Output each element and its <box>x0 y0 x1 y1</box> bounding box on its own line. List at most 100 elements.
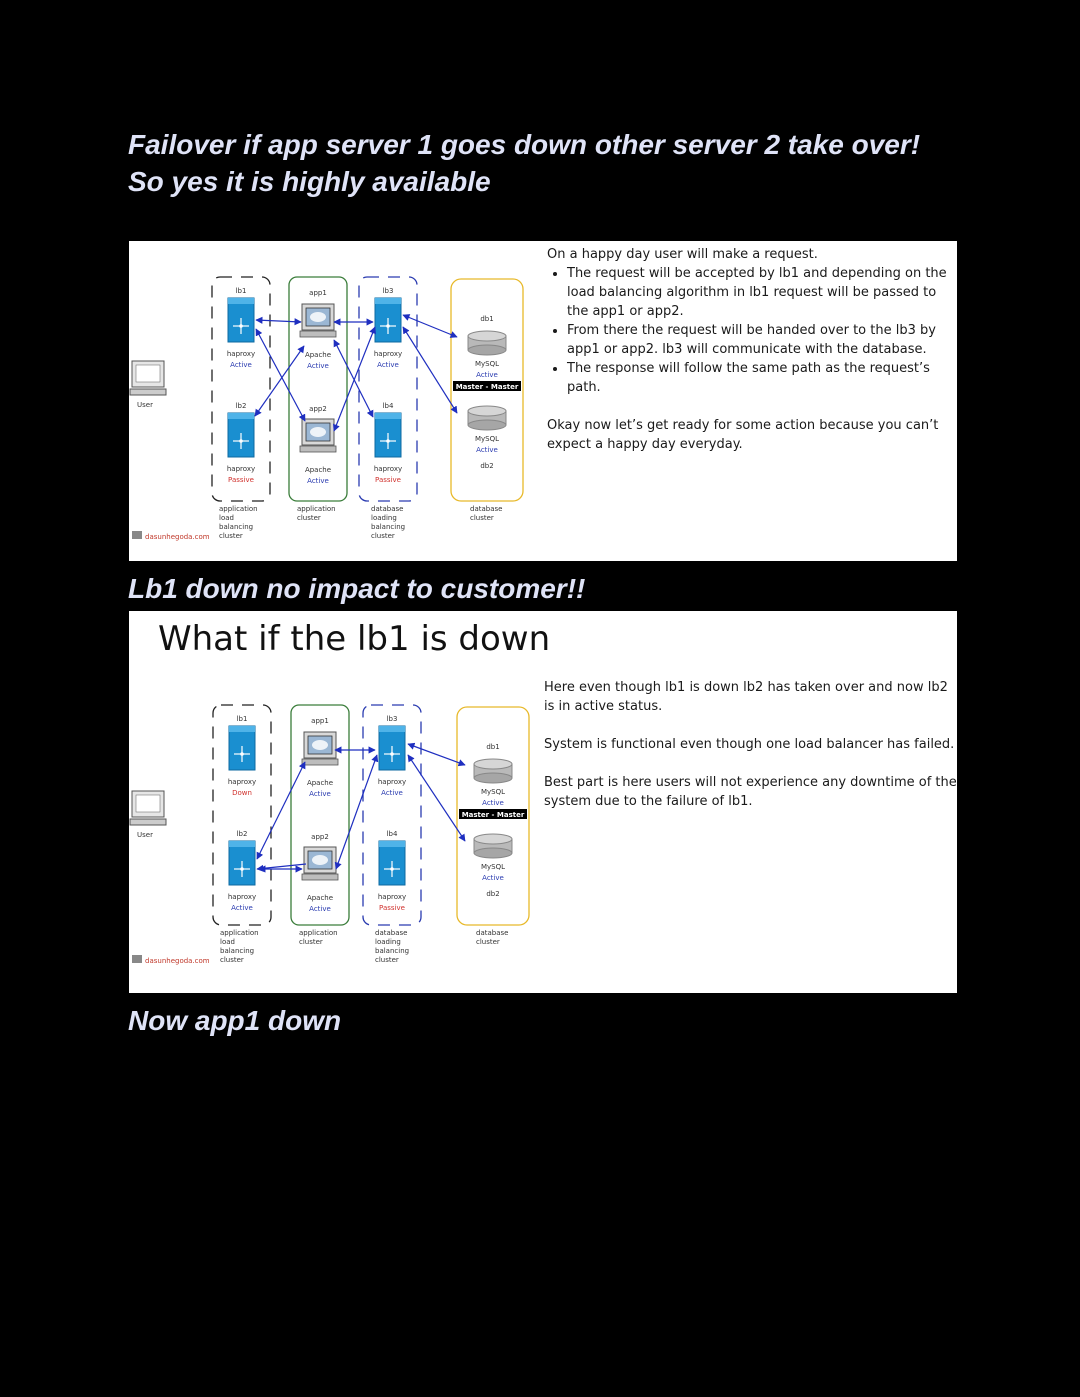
connection-arrow <box>255 328 306 422</box>
architecture-diagram: Userlb1haproxyDownlb2haproxyActiveapp1Ap… <box>129 704 530 965</box>
mysql2-label: MySQL <box>475 435 499 443</box>
app-lb-cluster-caption: load <box>219 514 234 522</box>
app-lb-cluster-caption: load <box>220 938 235 946</box>
lb3-status-label: Active <box>381 789 403 797</box>
app1-status-label: Active <box>307 362 329 370</box>
app-lb-cluster-caption: application <box>220 929 259 937</box>
db-cluster-caption: cluster <box>470 514 494 522</box>
lb4-server-icon <box>374 412 402 458</box>
connection-arrow <box>407 754 466 842</box>
master-master-badge <box>453 381 521 391</box>
connection-arrow <box>255 316 302 326</box>
app-cluster-caption: application <box>297 505 336 513</box>
lb4-label: lb4 <box>383 402 394 410</box>
lb2-server-icon <box>228 840 256 886</box>
app-cluster-caption: application <box>299 929 338 937</box>
lb2-software-label: haproxy <box>227 465 255 473</box>
mysql1-status-label: Active <box>482 799 504 807</box>
master-master-badge <box>459 809 527 819</box>
app-cluster-caption: cluster <box>299 938 323 946</box>
lb1-label: lb1 <box>237 715 248 723</box>
lb1-status-label: Active <box>230 361 252 369</box>
app2-monitor-icon <box>299 418 337 453</box>
db1-label: db1 <box>480 315 493 323</box>
notes-bullet: The request will be accepted by lb1 and … <box>567 264 957 321</box>
user-computer-icon <box>129 790 167 826</box>
lb4-server-icon <box>378 840 406 886</box>
db-lb-cluster-caption: balancing <box>371 523 405 531</box>
watermark-text: dasunhegoda.com <box>145 533 210 541</box>
app1-monitor-icon <box>301 731 339 766</box>
notes-bullet: From there the request will be handed ov… <box>567 321 957 359</box>
db2-database-icon <box>473 833 513 859</box>
db1-database-icon <box>467 330 507 356</box>
watermark-logo-icon <box>132 531 142 539</box>
mysql1-status-label: Active <box>476 371 498 379</box>
heading-app1-down: Now app1 down <box>128 1005 342 1036</box>
db1-database-icon <box>473 758 513 784</box>
notes-paragraph: Best part is here users will not experie… <box>544 775 957 809</box>
db-lb-cluster-caption: balancing <box>375 947 409 955</box>
app1-label: app1 <box>309 289 327 297</box>
db2-database-icon <box>467 405 507 431</box>
notes-paragraph: System is functional even though one loa… <box>544 737 955 752</box>
heading-lb1-down: Lb1 down no impact to customer!! <box>128 573 586 604</box>
connection-arrow <box>256 761 306 860</box>
lb3-software-label: haproxy <box>378 778 406 786</box>
db2-label: db2 <box>486 890 499 898</box>
app-lb-cluster-caption: balancing <box>219 523 253 531</box>
app-lb-cluster-caption: balancing <box>220 947 254 955</box>
lb3-server-icon <box>378 725 406 771</box>
app-lb-cluster-caption: application <box>219 505 258 513</box>
connection-arrow <box>254 345 305 417</box>
lb1-server-icon <box>227 297 255 343</box>
lb4-status-label: Passive <box>375 476 401 484</box>
lb2-status-label: Active <box>231 904 253 912</box>
connection-arrow <box>402 314 458 338</box>
lb4-label: lb4 <box>387 830 398 838</box>
master-master-label: Master - Master <box>462 811 525 819</box>
app-lb-cluster-caption: cluster <box>219 532 243 540</box>
connection-arrow <box>256 863 307 872</box>
master-master-label: Master - Master <box>456 383 519 391</box>
app2-label: app2 <box>309 405 327 413</box>
heading-failover: Failover if app server 1 goes down other… <box>128 126 920 200</box>
app1-software-label: Apache <box>307 779 333 787</box>
lb2-software-label: haproxy <box>228 893 256 901</box>
notes-paragraph: Here even though lb1 is down lb2 has tak… <box>544 680 948 714</box>
db-lb-cluster-caption: database <box>371 505 403 513</box>
mysql1-label: MySQL <box>475 360 499 368</box>
connection-arrow <box>333 339 374 418</box>
lb1-software-label: haproxy <box>228 778 256 786</box>
lb3-label: lb3 <box>383 287 394 295</box>
app1-label: app1 <box>311 717 329 725</box>
lb3-software-label: haproxy <box>374 350 402 358</box>
lb2-label: lb2 <box>237 830 248 838</box>
app2-status-label: Active <box>307 477 329 485</box>
db-cluster-caption: cluster <box>476 938 500 946</box>
connection-arrow <box>334 754 379 870</box>
lb1-label: lb1 <box>236 287 247 295</box>
slide-notes: Here even though lb1 is down lb2 has tak… <box>544 678 957 811</box>
lb4-status-label: Passive <box>379 904 405 912</box>
user-label: User <box>137 831 153 839</box>
lb1-status-label: Down <box>232 789 252 797</box>
app1-software-label: Apache <box>305 351 331 359</box>
watermark-logo-icon <box>132 955 142 963</box>
lb3-label: lb3 <box>387 715 398 723</box>
architecture-diagram: Userlb1haproxyActivelb2haproxyPassiveapp… <box>129 276 524 541</box>
user-label: User <box>137 401 153 409</box>
lb3-status-label: Active <box>377 361 399 369</box>
db-lb-cluster-caption: cluster <box>371 532 395 540</box>
lb2-status-label: Passive <box>228 476 254 484</box>
lb4-software-label: haproxy <box>374 465 402 473</box>
app2-software-label: Apache <box>307 894 333 902</box>
app1-monitor-icon <box>299 303 337 338</box>
user-computer-icon <box>129 360 167 396</box>
app2-status-label: Active <box>309 905 331 913</box>
notes-outro: Okay now let’s get ready for some action… <box>547 418 939 452</box>
mysql2-status-label: Active <box>476 446 498 454</box>
db1-label: db1 <box>486 743 499 751</box>
app1-status-label: Active <box>309 790 331 798</box>
